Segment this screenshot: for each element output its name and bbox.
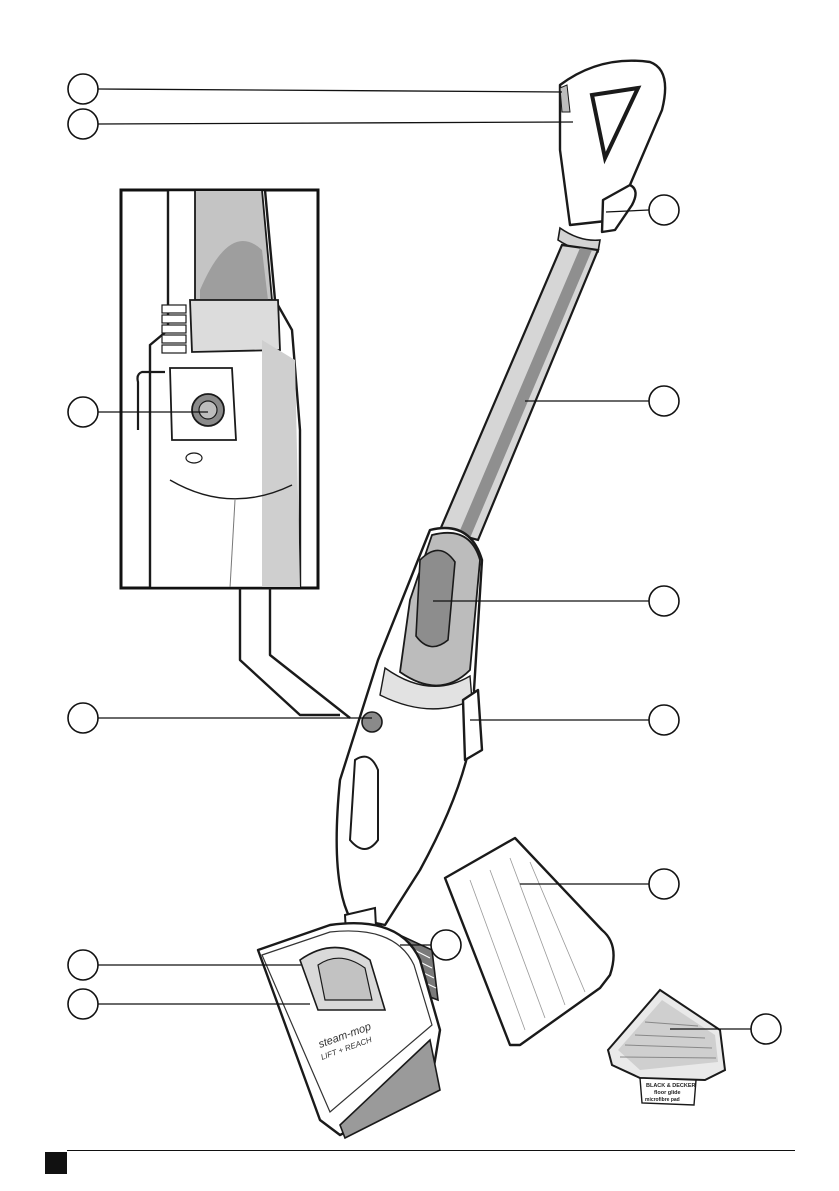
inset-detail (121, 190, 350, 718)
pad-tag-line3: microfibre pad (645, 1097, 680, 1103)
callout-marker (431, 930, 461, 960)
footer-rule (67, 1150, 795, 1151)
callout-marker (68, 397, 98, 427)
microfibre-pad (445, 838, 614, 1045)
callout-marker (649, 386, 679, 416)
pad-tag-line2: floor glide (654, 1090, 681, 1096)
callout-marker (68, 74, 98, 104)
callout-marker (649, 705, 679, 735)
callout-marker (649, 195, 679, 225)
carpet-glider: BLACK & DECKER floor glide microfibre pa… (608, 990, 725, 1105)
callout-marker (649, 869, 679, 899)
callout-marker (68, 703, 98, 733)
callout-marker (68, 109, 98, 139)
callout-marker (68, 950, 98, 980)
callout-marker (751, 1014, 781, 1044)
pad-tag-line1: BLACK & DECKER (646, 1083, 696, 1089)
page-marker (45, 1152, 67, 1174)
callout-marker (649, 586, 679, 616)
callout-marker (68, 989, 98, 1019)
